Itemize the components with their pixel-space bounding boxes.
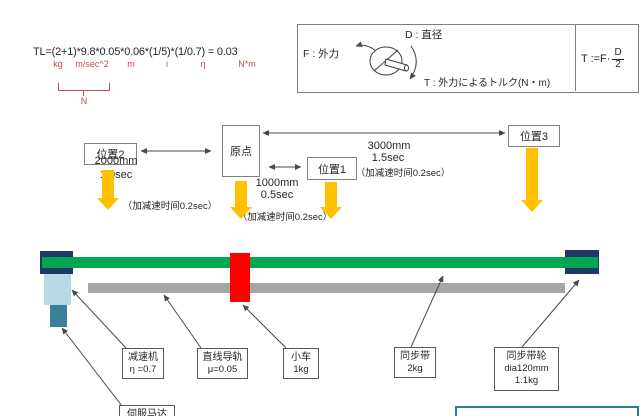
timing-pulley-spec: dia120mm — [504, 363, 549, 374]
servo-motor-block — [50, 305, 67, 327]
move-arrow-pos1-shaft — [325, 182, 337, 207]
linear-guide-label-box: 直线导轨 μ=0.05 — [197, 348, 248, 380]
timing-belt-bar — [42, 257, 598, 268]
timing-pulley-name: 同步带轮 — [506, 351, 547, 362]
move-arrow-origin — [230, 181, 252, 219]
move-arrow-pos2 — [97, 170, 119, 210]
cart-name: 小车 — [291, 352, 311, 363]
move-arrow-origin-shaft — [235, 181, 247, 207]
callout-arrow-cart — [242, 304, 287, 349]
cart-spec: 1kg — [293, 364, 309, 375]
unit-ratio: i — [166, 59, 168, 69]
unit-m: m — [127, 59, 135, 69]
move-arrow-pos3-head — [521, 200, 543, 212]
torque-box-divider — [575, 24, 576, 91]
unit-group-bracket-tick — [83, 90, 84, 96]
time-origin-pos1: 0.5sec — [260, 189, 294, 201]
unit-group-label: N — [80, 96, 88, 106]
accel-note-pos1: （加减速时间0.2sec） — [237, 212, 333, 223]
fraction-denominator: 2 — [615, 58, 621, 70]
move-arrow-pos3-shaft — [526, 148, 538, 200]
callout-arrow-servo-motor — [61, 327, 123, 407]
position-2-box: 位置2 — [84, 143, 137, 165]
reducer-spec: η =0.7 — [129, 364, 157, 375]
torque-definition-box — [297, 24, 639, 93]
servo-motor-name: 伺服马达 — [127, 409, 167, 416]
move-arrow-pos3 — [521, 148, 543, 212]
timing-belt-name: 同步带 — [400, 351, 430, 362]
position-1-box: 位置1 — [307, 157, 357, 180]
timing-belt-label-box: 同步带 2kg — [394, 347, 436, 379]
timing-pulley-spec2: 1.1kg — [514, 375, 539, 387]
distance-origin-pos2: 2000mm — [94, 155, 138, 167]
unit-accel: m/sec^2 — [75, 59, 109, 69]
torque-load-formula: TL=(2+1)*9.8*0.05*0.06*(1/5)*(1/0.7) = 0… — [33, 46, 238, 58]
servo-motor-label-box: 伺服马达 — [119, 405, 175, 416]
unit-eta: η — [200, 59, 206, 69]
move-arrow-pos1 — [320, 182, 342, 219]
time-origin-pos3: 1.5sec — [371, 152, 405, 164]
accel-note-pos3: （加减速时间0.2sec） — [355, 168, 451, 179]
callout-arrow-linear-guide — [163, 294, 202, 349]
linear-guide-spec: μ=0.05 — [207, 364, 238, 375]
unit-nm: N*m — [238, 59, 256, 69]
fraction-numerator: D — [612, 47, 624, 60]
diameter-label: D : 直径 — [405, 29, 443, 41]
unit-kg: kg — [53, 59, 63, 69]
linear-guide-name: 直线导轨 — [202, 352, 243, 363]
unit-group-bracket — [58, 83, 110, 91]
accel-note-pos2: （加减速时间0.2sec） — [122, 201, 218, 212]
cart-label-box: 小车 1kg — [283, 348, 319, 380]
distance-origin-pos1: 1000mm — [255, 177, 299, 189]
cart-block — [230, 253, 250, 302]
origin-box: 原点 — [222, 125, 260, 177]
torque-equation-fraction: D 2 — [612, 47, 624, 70]
timing-pulley-label-box: 同步带轮 dia120mm 1.1kg — [494, 347, 559, 391]
reducer-block — [44, 274, 71, 305]
reducer-name: 减速机 — [128, 352, 158, 363]
position-3-box: 位置3 — [508, 125, 560, 147]
linear-guide-bar — [88, 283, 565, 293]
torque-equation: T :=F· D 2 — [581, 47, 624, 70]
torque-equation-prefix: T :=F· — [581, 53, 611, 65]
callout-arrow-reducer — [71, 289, 127, 349]
timing-belt-spec: 2kg — [407, 363, 423, 374]
result-box — [455, 406, 639, 416]
move-arrow-pos1-head — [320, 207, 342, 219]
reducer-label-box: 减速机 η =0.7 — [122, 348, 164, 380]
torque-label: T : 外力によるトルク(N・m) — [424, 78, 551, 89]
distance-origin-pos3: 3000mm — [367, 140, 411, 152]
move-arrow-pos2-shaft — [102, 170, 114, 198]
move-arrow-origin-head — [230, 207, 252, 219]
move-arrow-pos2-head — [97, 198, 119, 210]
force-label: F : 外力 — [303, 48, 340, 60]
